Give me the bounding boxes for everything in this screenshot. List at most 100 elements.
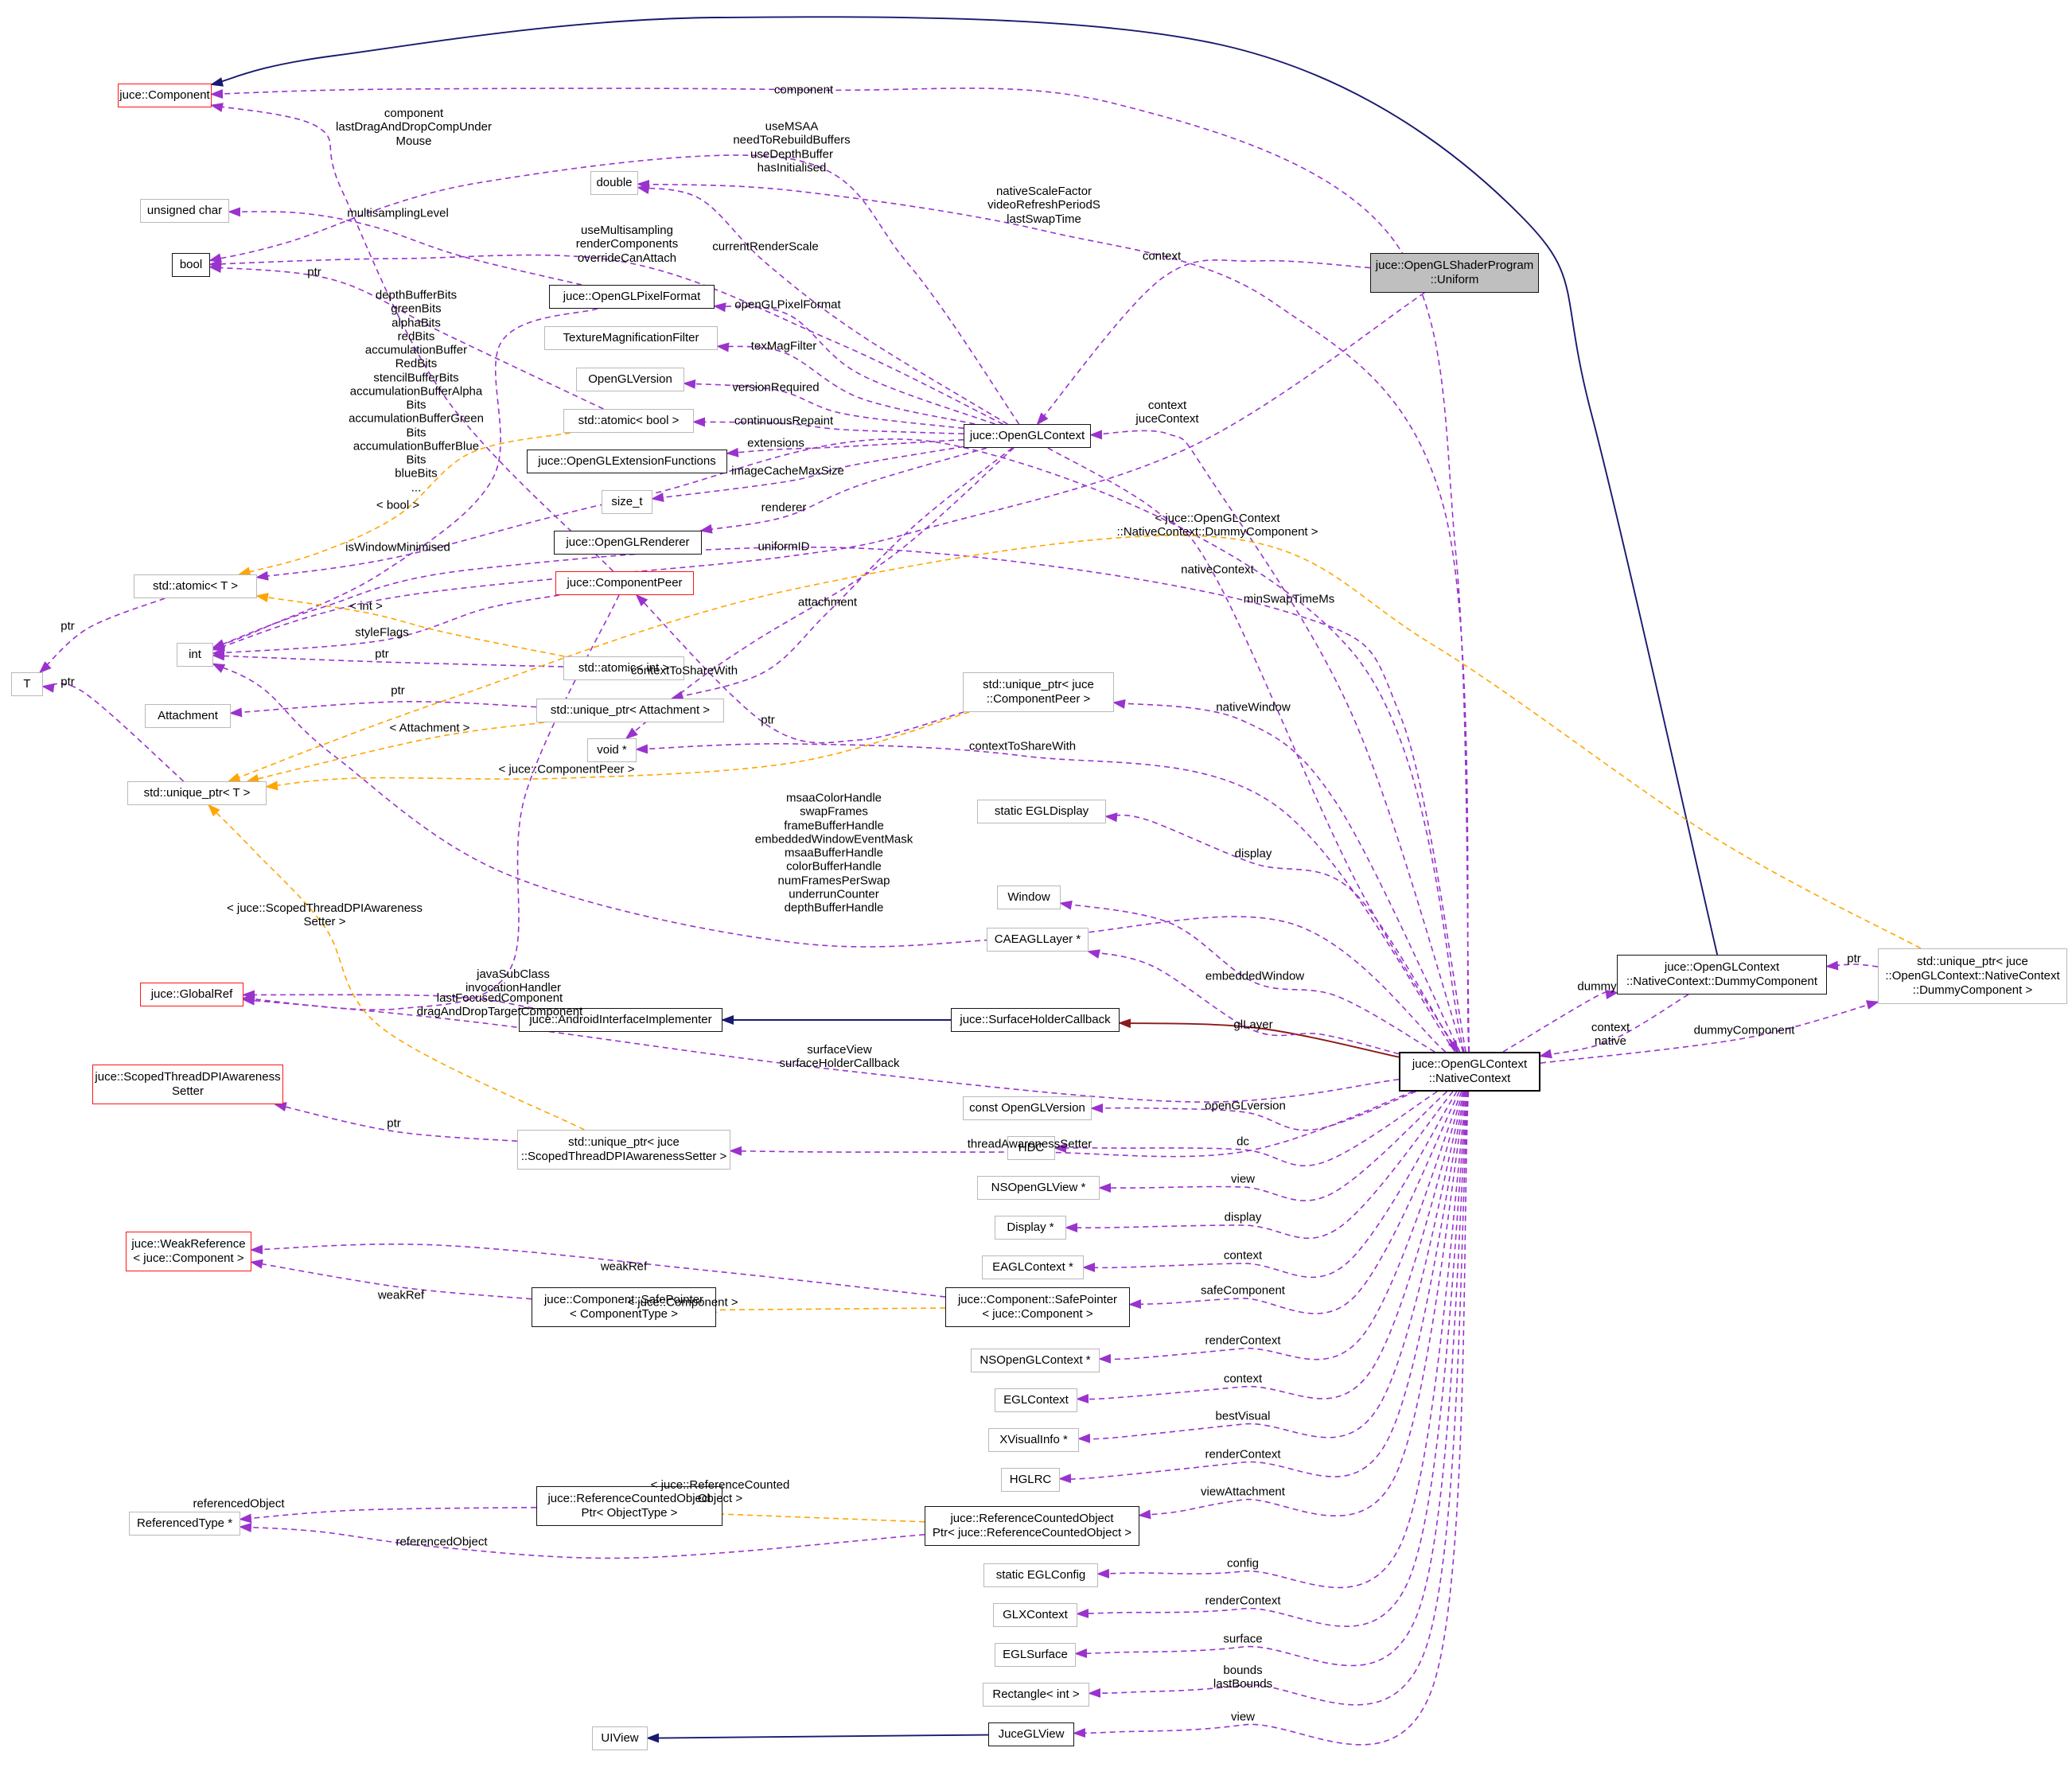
- node-android[interactable]: juce::AndroidInterfaceImplementer: [519, 1008, 722, 1032]
- node-attach[interactable]: Attachment: [145, 704, 231, 728]
- edge-glctx-pixfmt: [713, 302, 995, 425]
- node-safeptr_c[interactable]: juce::Component::SafePointer < juce::Com…: [945, 1287, 1130, 1327]
- node-uniform[interactable]: juce::OpenGLShaderProgram ::Uniform: [1370, 253, 1539, 293]
- edge-hub-double: [637, 179, 1470, 1053]
- edge-uptr_peer-uptrT: [265, 711, 970, 791]
- node-uptrdpi[interactable]: std::unique_ptr< juce ::ScopedThreadDPIA…: [517, 1130, 730, 1170]
- node-glext[interactable]: juce::OpenGLExtensionFunctions: [527, 450, 727, 473]
- edge-uptratt-uptrT: [246, 722, 545, 784]
- edge-hub-safeptr_c: [1128, 1091, 1460, 1314]
- node-comppeer[interactable]: juce::ComponentPeer: [555, 571, 694, 595]
- edge-uptrT-T: [41, 683, 185, 782]
- node-uptr_dummy[interactable]: std::unique_ptr< juce ::OpenGLContext::N…: [1878, 948, 2067, 1004]
- node-surfcb[interactable]: juce::SurfaceHolderCallback: [951, 1008, 1120, 1032]
- edge-uptratt-attach: [229, 701, 537, 718]
- node-weakref[interactable]: juce::WeakReference < juce::Component >: [126, 1232, 251, 1271]
- node-atomicT[interactable]: std::atomic< T >: [134, 574, 257, 598]
- node-safeptr_ct[interactable]: juce::Component::SafePointer < Component…: [532, 1287, 716, 1327]
- edge-hub-eglctx: [1076, 1091, 1464, 1403]
- edge-hub-uptr_dummy: [1540, 1000, 1879, 1064]
- node-eglconfig[interactable]: static EGLConfig: [983, 1563, 1098, 1587]
- node-component[interactable]: juce::Component: [118, 84, 212, 107]
- edge-hub-hdc: [1054, 1091, 1438, 1167]
- node-hglrc[interactable]: HGLRC: [1001, 1468, 1060, 1492]
- node-T[interactable]: T: [11, 672, 43, 696]
- node-glver[interactable]: OpenGLVersion: [576, 368, 684, 391]
- node-eglsurface[interactable]: EGLSurface: [995, 1643, 1076, 1667]
- node-rectint[interactable]: Rectangle< int >: [983, 1683, 1089, 1707]
- node-juceglview[interactable]: JuceGLView: [988, 1722, 1074, 1746]
- node-uptrT[interactable]: std::unique_ptr< T >: [127, 781, 267, 805]
- node-caeagl[interactable]: CAEAGLLayer *: [987, 928, 1089, 952]
- node-displayp[interactable]: Display *: [995, 1216, 1066, 1240]
- edge-hub-int: [212, 663, 1447, 1053]
- node-texmag[interactable]: TextureMagnificationFilter: [544, 326, 718, 350]
- edge-uptr_peer-comppeer: [635, 594, 964, 744]
- edge-hub-window: [1059, 900, 1435, 1053]
- edge-uptr_dummy-dummy: [1825, 960, 1879, 971]
- node-voidp[interactable]: void *: [587, 738, 637, 762]
- node-scopeddpi[interactable]: juce::ScopedThreadDPIAwareness Setter: [92, 1065, 283, 1104]
- node-constglver[interactable]: const OpenGLVersion: [963, 1096, 1092, 1120]
- node-eglctx[interactable]: EGLContext: [995, 1388, 1077, 1412]
- edge-android-globalref: [242, 990, 534, 1009]
- node-bool[interactable]: bool: [172, 253, 210, 277]
- edge-glctx-hub: [1047, 447, 1459, 1053]
- node-window[interactable]: Window: [997, 886, 1061, 909]
- edge-uptrdpi-scopeddpi: [273, 1102, 518, 1142]
- node-atomicbool[interactable]: std::atomic< bool >: [563, 409, 694, 433]
- node-hdc[interactable]: HDC: [1007, 1136, 1055, 1160]
- node-glrenderer[interactable]: juce::OpenGLRenderer: [554, 531, 702, 555]
- node-refptr_ot[interactable]: juce::ReferenceCountedObject Ptr< Object…: [536, 1486, 722, 1526]
- node-uptr_peer[interactable]: std::unique_ptr< juce ::ComponentPeer >: [963, 672, 1114, 712]
- node-glxctx[interactable]: GLXContext: [993, 1603, 1077, 1627]
- node-refptr_rc[interactable]: juce::ReferenceCountedObject Ptr< juce::…: [925, 1506, 1139, 1546]
- edge-hub-caeagl: [1087, 949, 1400, 1055]
- edge-hub-uptr_peer: [1112, 699, 1461, 1053]
- node-atomicint[interactable]: std::atomic< int >: [563, 656, 684, 680]
- node-sizet[interactable]: size_t: [602, 490, 652, 514]
- node-eaglctx[interactable]: EAGLContext *: [982, 1255, 1084, 1279]
- edge-hub-eaglctx: [1082, 1091, 1458, 1279]
- edge-uptrdpi-uptrT: [207, 804, 585, 1131]
- node-reftype[interactable]: ReferencedType *: [129, 1512, 240, 1536]
- node-egldisplay[interactable]: static EGLDisplay: [977, 800, 1106, 823]
- edge-hub-constglver: [1090, 1091, 1416, 1131]
- edge-glctx-sizet: [651, 446, 964, 503]
- edge-hub-displayp: [1065, 1091, 1454, 1240]
- node-nsoglview[interactable]: NSOpenGLView *: [977, 1176, 1100, 1200]
- edge-hub-refptr_rc: [1138, 1091, 1467, 1520]
- edge-glctx-voidp: [625, 447, 1015, 740]
- node-globalref[interactable]: juce::GlobalRef: [140, 983, 243, 1006]
- edge-hub-juceglview: [1073, 1091, 1470, 1746]
- edge-pixfmt-uchar: [228, 207, 582, 286]
- edge-safeptr_c-weakref: [250, 1243, 946, 1298]
- node-int[interactable]: int: [177, 643, 213, 667]
- edge-hub-surfcb: [1118, 1018, 1400, 1058]
- edge-dummy-component: [210, 16, 1719, 956]
- edge-glctx-bool: [208, 154, 1020, 425]
- edge-refptr_ot-reftype: [239, 1506, 537, 1524]
- edge-pixfmt-int: [212, 308, 598, 648]
- node-nsoglctx[interactable]: NSOpenGLContext *: [971, 1349, 1100, 1372]
- edge-hub-egldisplay: [1104, 812, 1458, 1053]
- edge-glctx-uptratt: [670, 447, 1013, 700]
- node-uchar[interactable]: unsigned char: [140, 199, 229, 223]
- node-double[interactable]: double: [590, 171, 638, 195]
- edge-refptr_rc-refptr_ot: [705, 1508, 925, 1523]
- edge-hub-glxctx: [1076, 1091, 1468, 1627]
- node-hub[interactable]: juce::OpenGLContext ::NativeContext: [1399, 1052, 1540, 1092]
- node-uptratt[interactable]: std::unique_ptr< Attachment >: [536, 699, 724, 722]
- node-pixfmt[interactable]: juce::OpenGLPixelFormat: [549, 285, 715, 309]
- edge-glctx-texmag: [716, 342, 976, 425]
- edge-glctx-glext: [726, 438, 964, 457]
- edge-hub-glctx: [1089, 430, 1464, 1053]
- node-glctx[interactable]: juce::OpenGLContext: [964, 424, 1091, 448]
- edge-hub-hglrc: [1058, 1091, 1466, 1484]
- node-xvisual[interactable]: XVisualInfo *: [988, 1428, 1079, 1452]
- node-uiview[interactable]: UIView: [592, 1726, 648, 1750]
- node-dummy[interactable]: juce::OpenGLContext ::NativeContext::Dum…: [1617, 955, 1827, 995]
- edge-uptr_dummy-uptrT: [227, 535, 1922, 949]
